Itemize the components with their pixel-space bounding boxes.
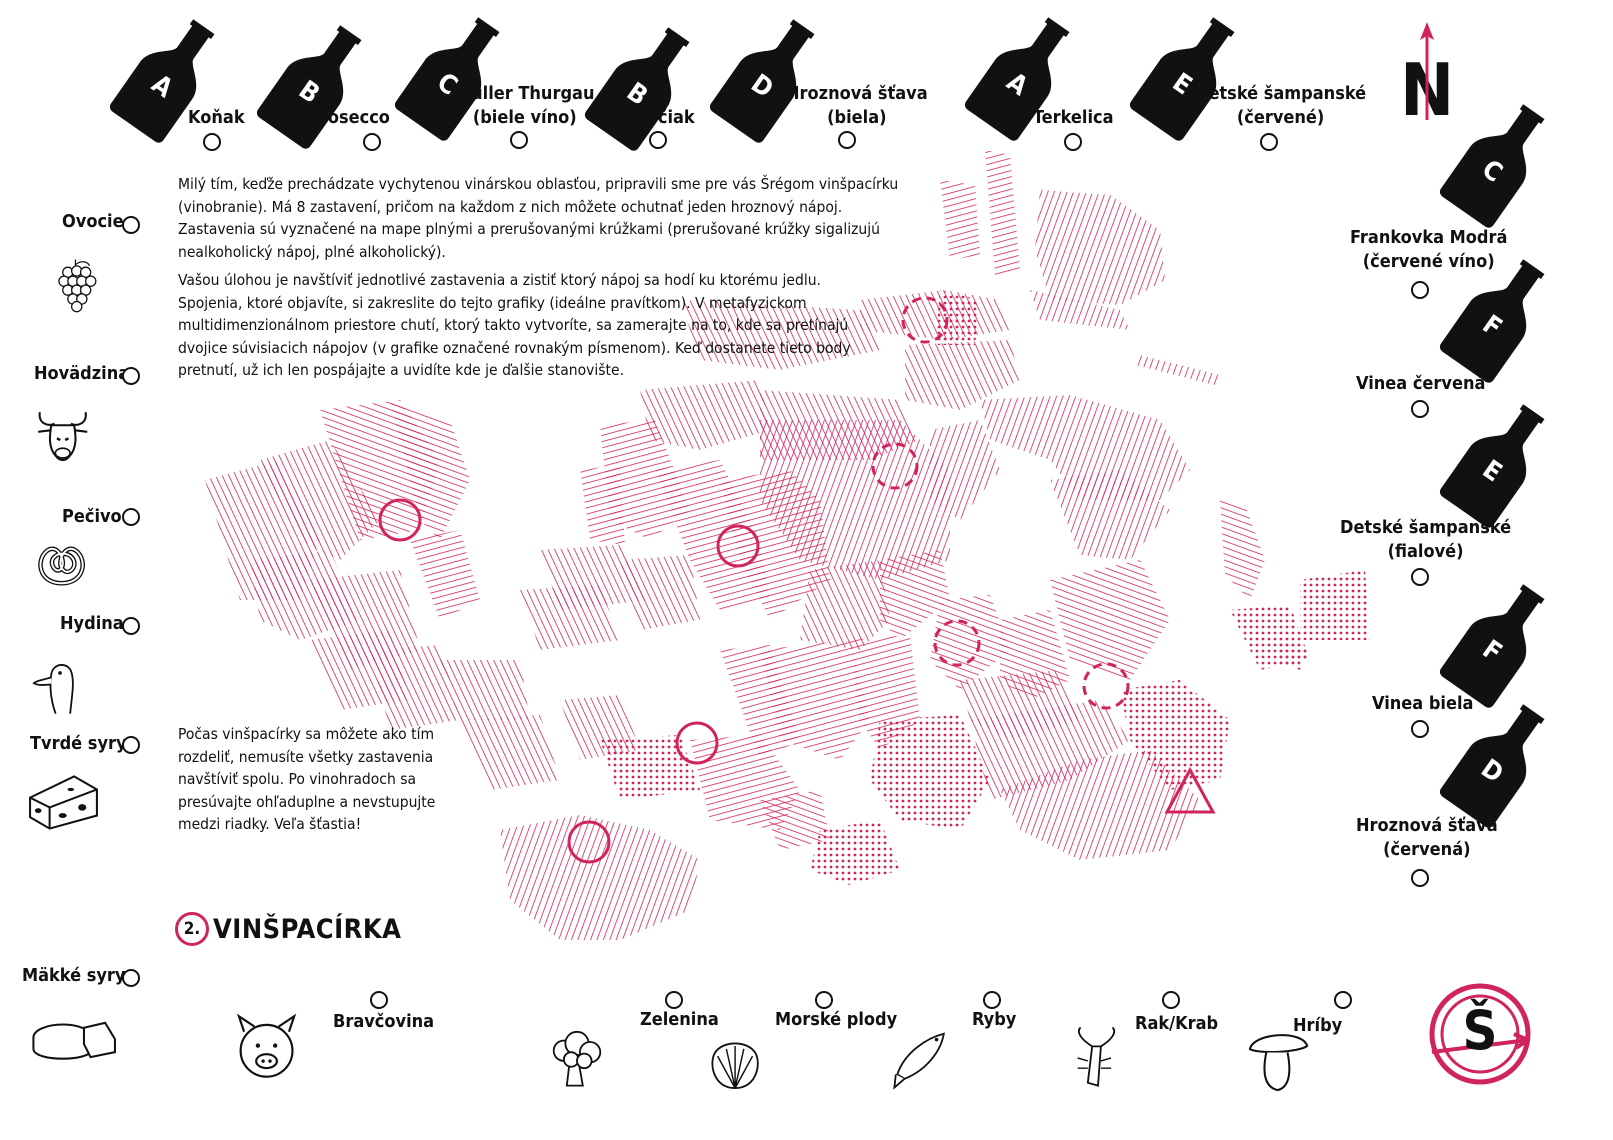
item-label: Mäkké syry xyxy=(22,965,126,986)
wine-bottle-icon: F xyxy=(1409,224,1590,405)
drink-checkbox[interactable] xyxy=(649,131,667,149)
item-label: Vinea červená xyxy=(1356,373,1486,394)
title-number: 2. xyxy=(175,912,209,946)
item-label: Pečivo xyxy=(62,506,122,527)
food-checkbox[interactable] xyxy=(665,991,683,1009)
item-label: Detské šampanské (fialové) xyxy=(1340,517,1512,562)
fish-icon xyxy=(890,1018,970,1096)
hard-cheese-icon xyxy=(20,765,120,840)
wine-bottle-icon: D xyxy=(679,0,860,166)
food-checkbox[interactable] xyxy=(122,367,140,385)
food-checkbox[interactable] xyxy=(1334,991,1352,1009)
item-label: Morské plody xyxy=(775,1009,898,1030)
item-label: Hroznová šťava (biela) xyxy=(786,83,928,128)
wine-bottle-icon: C xyxy=(364,0,545,164)
wine-bottle-icon: E xyxy=(1409,369,1590,550)
drink-checkbox[interactable] xyxy=(1411,568,1429,586)
wine-bottle-icon: A xyxy=(79,0,260,166)
wine-bottle-icon: C xyxy=(1409,69,1590,250)
item-label: Hydina xyxy=(60,613,124,634)
pig-icon xyxy=(232,1010,327,1095)
item-label: Hovädzina xyxy=(34,363,130,384)
intro-paragraph-1: Milý tím, keďže prechádzate vychytenou v… xyxy=(178,175,899,261)
non-alcoholic-stops xyxy=(871,296,1130,710)
wine-bottle-icon: D xyxy=(1409,669,1590,850)
food-checkbox[interactable] xyxy=(122,736,140,754)
item-label: Frankovka Modrá (červené víno) xyxy=(1350,227,1508,272)
drink-checkbox[interactable] xyxy=(363,133,381,151)
title-text: VINŠPACÍRKA xyxy=(213,913,402,945)
intro-text: Milý tím, keďže prechádzate vychytenou v… xyxy=(178,173,908,388)
sreg-logo: Š xyxy=(1428,982,1532,1086)
wine-bottle-icon: E xyxy=(1099,0,1280,164)
page-title: 2. VINŠPACÍRKA xyxy=(175,912,401,946)
drink-checkbox[interactable] xyxy=(1260,133,1278,151)
drink-checkbox[interactable] xyxy=(1411,720,1429,738)
food-checkbox[interactable] xyxy=(370,991,388,1009)
drink-checkbox[interactable] xyxy=(1411,281,1429,299)
item-label: Ovocie xyxy=(62,211,124,232)
intro-paragraph-2: Vašou úlohou je navštíviť jednotlivé zas… xyxy=(178,271,851,379)
duck-icon xyxy=(28,645,108,730)
item-label: Terkelica xyxy=(1033,107,1114,128)
food-checkbox[interactable] xyxy=(122,617,140,635)
food-checkbox[interactable] xyxy=(122,216,140,234)
item-label: Rak/Krab xyxy=(1135,1013,1219,1034)
food-checkbox[interactable] xyxy=(983,991,1001,1009)
vineyard-plots xyxy=(205,150,1370,940)
bull-icon xyxy=(30,400,120,480)
grapes-icon xyxy=(50,240,120,330)
item-label: Burčiak xyxy=(626,107,695,128)
lobster-icon xyxy=(1066,1018,1146,1098)
drink-checkbox[interactable] xyxy=(203,133,221,151)
note-text: Počas vinšpacírky sa môžete ako tím rozd… xyxy=(178,725,436,833)
drink-checkbox[interactable] xyxy=(1064,133,1082,151)
drink-checkbox[interactable] xyxy=(838,131,856,149)
item-label: Bravčovina xyxy=(333,1011,435,1032)
item-label: Ryby xyxy=(972,1009,1017,1030)
item-label: Zelenina xyxy=(640,1009,719,1030)
logo-ring-icon xyxy=(1429,983,1531,1085)
item-label: Prosecco xyxy=(308,107,390,128)
drink-checkbox[interactable] xyxy=(510,131,528,149)
wine-bottle-icon: A xyxy=(934,0,1115,164)
shell-icon xyxy=(706,1018,786,1103)
food-checkbox[interactable] xyxy=(1162,991,1180,1009)
soft-cheese-icon xyxy=(20,1000,130,1075)
item-label: Detské šampanské (červené) xyxy=(1195,83,1367,128)
item-label: Koňak xyxy=(188,107,245,128)
food-checkbox[interactable] xyxy=(122,969,140,987)
item-label: Hroznová šťava (červená) xyxy=(1356,815,1498,860)
north-arrow-icon xyxy=(1420,22,1434,120)
drink-checkbox[interactable] xyxy=(1411,400,1429,418)
broccoli-icon xyxy=(545,1018,625,1098)
mushroom-icon xyxy=(1245,1018,1335,1100)
wine-bottle-icon: B xyxy=(226,0,407,172)
wine-bottle-icon: B xyxy=(554,0,735,174)
food-checkbox[interactable] xyxy=(122,508,140,526)
drink-checkbox[interactable] xyxy=(1411,869,1429,887)
destination-triangle xyxy=(1164,766,1216,814)
item-label: Hríby xyxy=(1293,1015,1343,1036)
alcoholic-stops xyxy=(378,498,760,864)
wine-bottle-icon: F xyxy=(1409,549,1590,730)
north-compass: N xyxy=(1400,20,1460,130)
item-label: Müller Thurgau (biele víno) xyxy=(455,83,595,128)
item-label: Vinea biela xyxy=(1372,693,1474,714)
item-label: Tvrdé syry xyxy=(30,733,127,754)
food-checkbox[interactable] xyxy=(815,991,833,1009)
logo-letter: Š xyxy=(1462,999,1498,1062)
pretzel-icon xyxy=(28,530,118,600)
